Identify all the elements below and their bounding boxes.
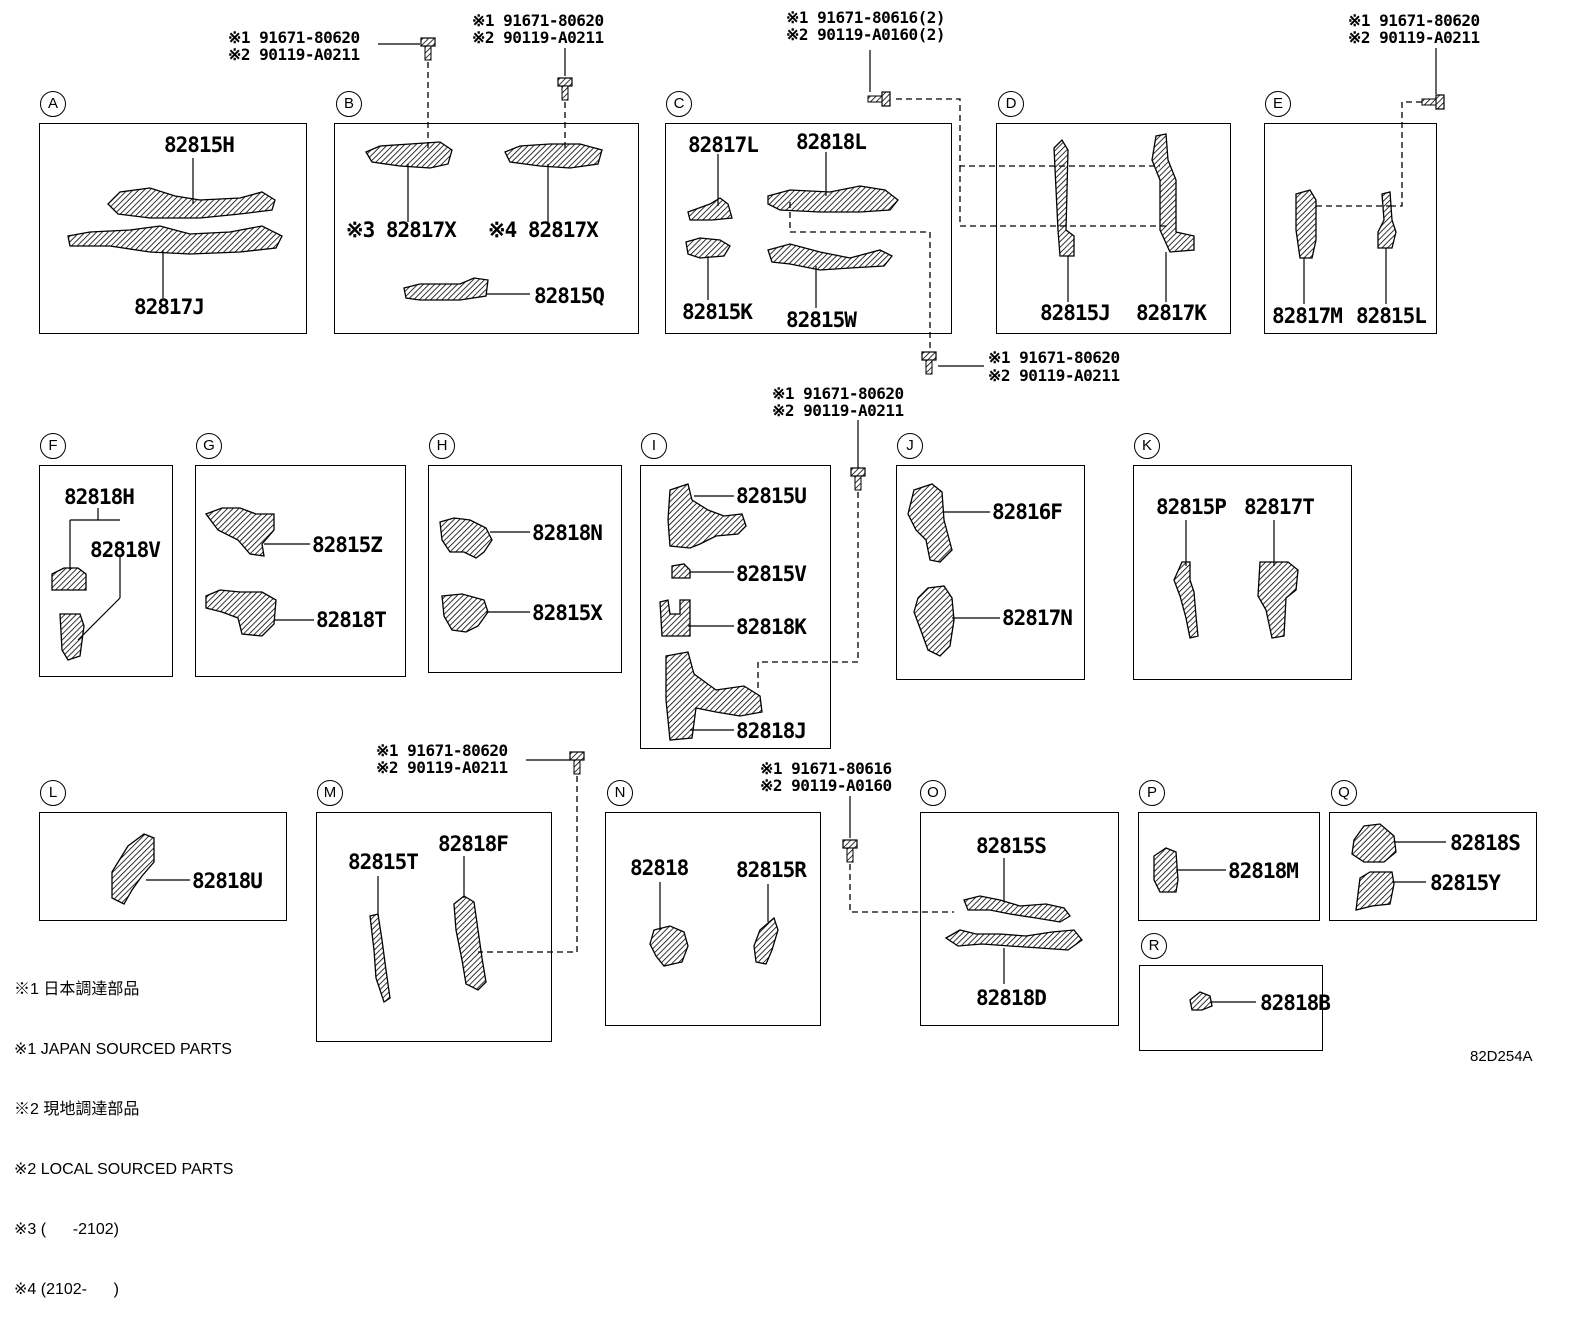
section-r-box <box>1139 965 1323 1051</box>
section-l-box <box>39 812 287 921</box>
bolt-icon <box>1421 94 1445 110</box>
fastener-callout-c-line1[interactable]: ※1 91671-80616(2) <box>786 8 946 27</box>
section-label-q: Q <box>1331 780 1357 806</box>
part-label-82815x[interactable]: 82815X <box>532 601 603 625</box>
section-label-f: F <box>40 433 66 459</box>
fastener-callout-o-line1[interactable]: ※1 91671-80616 <box>760 759 892 778</box>
fastener-callout-m-line2[interactable]: ※2 90119-A0211 <box>376 758 508 777</box>
part-label-82818k[interactable]: 82818K <box>736 615 807 639</box>
fastener-callout-c-lower-line1[interactable]: ※1 91671-80620 <box>988 348 1120 367</box>
part-label-82815t[interactable]: 82815T <box>348 850 419 874</box>
section-label-e: E <box>1265 91 1291 117</box>
section-label-r: R <box>1141 933 1167 959</box>
fastener-callout-b2-line1[interactable]: ※1 91671-80620 <box>472 11 604 30</box>
section-label-m: M <box>317 780 343 806</box>
part-label-82817n[interactable]: 82817N <box>1002 606 1073 630</box>
part-label-82818l[interactable]: 82818L <box>796 130 867 154</box>
fastener-callout-b2-line2[interactable]: ※2 90119-A0211 <box>472 28 604 47</box>
fastener-callout-m-line1[interactable]: ※1 91671-80620 <box>376 741 508 760</box>
part-label-82818d[interactable]: 82818D <box>976 986 1047 1010</box>
fastener-callout-c-line2[interactable]: ※2 90119-A0160(2) <box>786 25 946 44</box>
part-label-82815p[interactable]: 82815P <box>1156 495 1227 519</box>
section-label-l: L <box>40 780 66 806</box>
section-label-h: H <box>429 433 455 459</box>
section-label-o: O <box>920 780 946 806</box>
bolt-icon <box>850 467 866 491</box>
fastener-callout-i-line1[interactable]: ※1 91671-80620 <box>772 384 904 403</box>
fastener-callout-b-line2[interactable]: ※2 90119-A0211 <box>228 45 360 64</box>
part-label-82817x-3[interactable]: ※3 82817X <box>346 218 457 242</box>
bolt-icon <box>921 351 937 375</box>
part-label-82818t[interactable]: 82818T <box>316 608 387 632</box>
section-k-box <box>1133 465 1352 680</box>
legend-line: ※1 JAPAN SOURCED PARTS <box>14 1041 232 1058</box>
section-label-b: B <box>336 91 362 117</box>
fastener-callout-o-line2[interactable]: ※2 90119-A0160 <box>760 776 892 795</box>
part-label-82815l[interactable]: 82815L <box>1356 304 1427 328</box>
section-label-d: D <box>998 91 1024 117</box>
bolt-icon <box>842 839 858 863</box>
part-label-82815q[interactable]: 82815Q <box>534 284 605 308</box>
part-label-82817l[interactable]: 82817L <box>688 133 759 157</box>
part-label-82815s[interactable]: 82815S <box>976 834 1047 858</box>
diagram-code: 82D254A <box>1470 1048 1533 1065</box>
part-label-82818v[interactable]: 82818V <box>90 538 161 562</box>
section-label-c: C <box>666 91 692 117</box>
part-label-82815y[interactable]: 82815Y <box>1430 871 1501 895</box>
part-label-82818h[interactable]: 82818H <box>64 485 135 509</box>
part-label-82818b[interactable]: 82818B <box>1260 991 1331 1015</box>
part-label-82817j[interactable]: 82817J <box>134 295 205 319</box>
section-label-p: P <box>1139 780 1165 806</box>
part-label-82815u[interactable]: 82815U <box>736 484 807 508</box>
bolt-icon <box>569 751 585 775</box>
section-label-a: A <box>40 91 66 117</box>
section-q-box <box>1329 812 1537 921</box>
part-label-82818[interactable]: 82818 <box>630 856 689 880</box>
legend-line: ※2 現地調達部品 <box>14 1101 140 1118</box>
part-label-82817x-4[interactable]: ※4 82817X <box>488 218 599 242</box>
part-label-82817m[interactable]: 82817M <box>1272 304 1343 328</box>
legend-line: ※3 ( -2102) <box>14 1221 119 1238</box>
part-label-82818j[interactable]: 82818J <box>736 719 807 743</box>
part-label-82818s[interactable]: 82818S <box>1450 831 1521 855</box>
bolt-icon <box>557 77 573 101</box>
part-label-82818u[interactable]: 82818U <box>192 869 263 893</box>
footnote-legend: ※1 日本調達部品 ※1 JAPAN SOURCED PARTS ※2 現地調達… <box>14 940 233 1320</box>
section-label-j: J <box>897 433 923 459</box>
section-label-n: N <box>607 780 633 806</box>
section-e-box <box>1264 123 1437 334</box>
section-p-box <box>1138 812 1320 921</box>
part-label-82815w[interactable]: 82815W <box>786 308 857 332</box>
part-label-82815k[interactable]: 82815K <box>682 300 753 324</box>
legend-line: ※2 LOCAL SOURCED PARTS <box>14 1161 234 1178</box>
part-label-82815v[interactable]: 82815V <box>736 562 807 586</box>
part-label-82818m[interactable]: 82818M <box>1228 859 1299 883</box>
section-label-k: K <box>1134 433 1160 459</box>
section-h-box <box>428 465 622 673</box>
part-label-82816f[interactable]: 82816F <box>992 500 1063 524</box>
section-n-box <box>605 812 821 1026</box>
section-j-box <box>896 465 1085 680</box>
part-label-82818n[interactable]: 82818N <box>532 521 603 545</box>
legend-line: ※4 (2102- ) <box>14 1281 119 1298</box>
bolt-icon <box>420 37 436 61</box>
bolt-icon <box>867 91 891 107</box>
part-label-82818f[interactable]: 82818F <box>438 832 509 856</box>
part-label-82817k[interactable]: 82817K <box>1136 301 1207 325</box>
part-label-82815z[interactable]: 82815Z <box>312 533 383 557</box>
fastener-callout-i-line2[interactable]: ※2 90119-A0211 <box>772 401 904 420</box>
part-label-82815h[interactable]: 82815H <box>164 133 235 157</box>
section-m-box <box>316 812 552 1042</box>
fastener-callout-b-line1[interactable]: ※1 91671-80620 <box>228 28 360 47</box>
fastener-callout-e-line2[interactable]: ※2 90119-A0211 <box>1348 28 1480 47</box>
section-label-i: I <box>641 433 667 459</box>
section-g-box <box>195 465 406 677</box>
part-label-82817t[interactable]: 82817T <box>1244 495 1315 519</box>
part-label-82815j[interactable]: 82815J <box>1040 301 1111 325</box>
fastener-callout-e-line1[interactable]: ※1 91671-80620 <box>1348 11 1480 30</box>
fastener-callout-c-lower-line2[interactable]: ※2 90119-A0211 <box>988 366 1120 385</box>
part-label-82815r[interactable]: 82815R <box>736 858 807 882</box>
section-label-g: G <box>196 433 222 459</box>
legend-line: ※1 日本調達部品 <box>14 981 140 998</box>
